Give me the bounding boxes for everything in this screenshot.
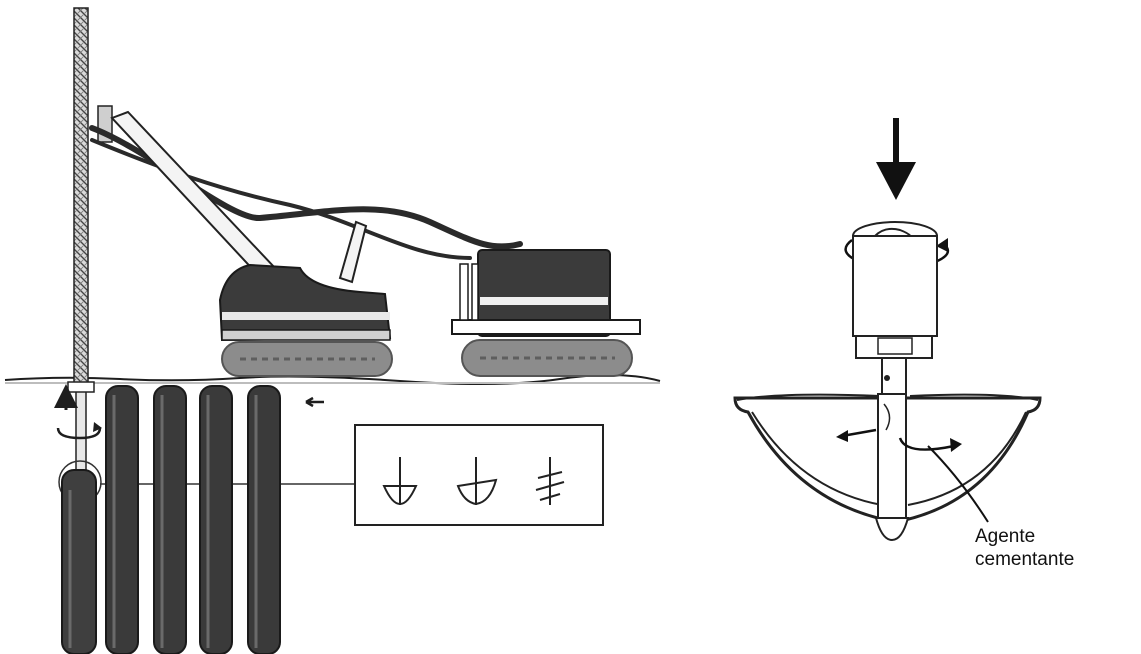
- excavator-stick: [338, 220, 368, 284]
- tool-shaft: [881, 357, 907, 395]
- label-leader-line: [927, 445, 989, 523]
- excavator-base: [221, 329, 391, 341]
- column-2: [105, 385, 139, 654]
- blade-rim: [736, 393, 1039, 401]
- tool-type-3-icon: [535, 457, 565, 505]
- plant-unit-stripe: [480, 297, 608, 305]
- tool-types-inset-box: [354, 424, 604, 526]
- tool-tip: [874, 517, 910, 542]
- plant-unit-mast: [459, 263, 469, 321]
- excavator-body-stripe: [222, 312, 390, 320]
- blade-shaft: [877, 393, 907, 519]
- column-3: [153, 385, 187, 654]
- direction-arrow-icon: [305, 396, 324, 408]
- column-4: [199, 385, 233, 654]
- label-line-1: Agente: [975, 526, 1036, 547]
- mixing-tool-detail: [733, 118, 1042, 542]
- installation-scene: [4, 7, 661, 654]
- motor-body: [852, 235, 938, 337]
- agente-cementante-label: Agente cementante: [975, 525, 1135, 571]
- tool-type-1-icon: [382, 457, 418, 506]
- rod-rotation-arrowhead-icon: [93, 422, 102, 432]
- mixing-blade-inner: [751, 411, 1027, 506]
- excavator-body: [218, 263, 392, 342]
- column-5: [247, 385, 281, 654]
- soil-columns: [61, 385, 281, 654]
- rod-rotation-arrow-icon: [56, 427, 102, 440]
- rod-collar: [67, 381, 95, 393]
- down-force-arrow-icon: [876, 162, 916, 200]
- hose-lower: [90, 138, 472, 260]
- plant-unit-platform: [451, 319, 641, 335]
- flow-arrow-right-icon: [898, 437, 955, 451]
- ground-line: [4, 373, 661, 386]
- column-1: [61, 469, 97, 654]
- tool-type-2-icon: [456, 457, 498, 506]
- drill-mast: [73, 7, 89, 387]
- label-line-2: cementante: [975, 549, 1075, 570]
